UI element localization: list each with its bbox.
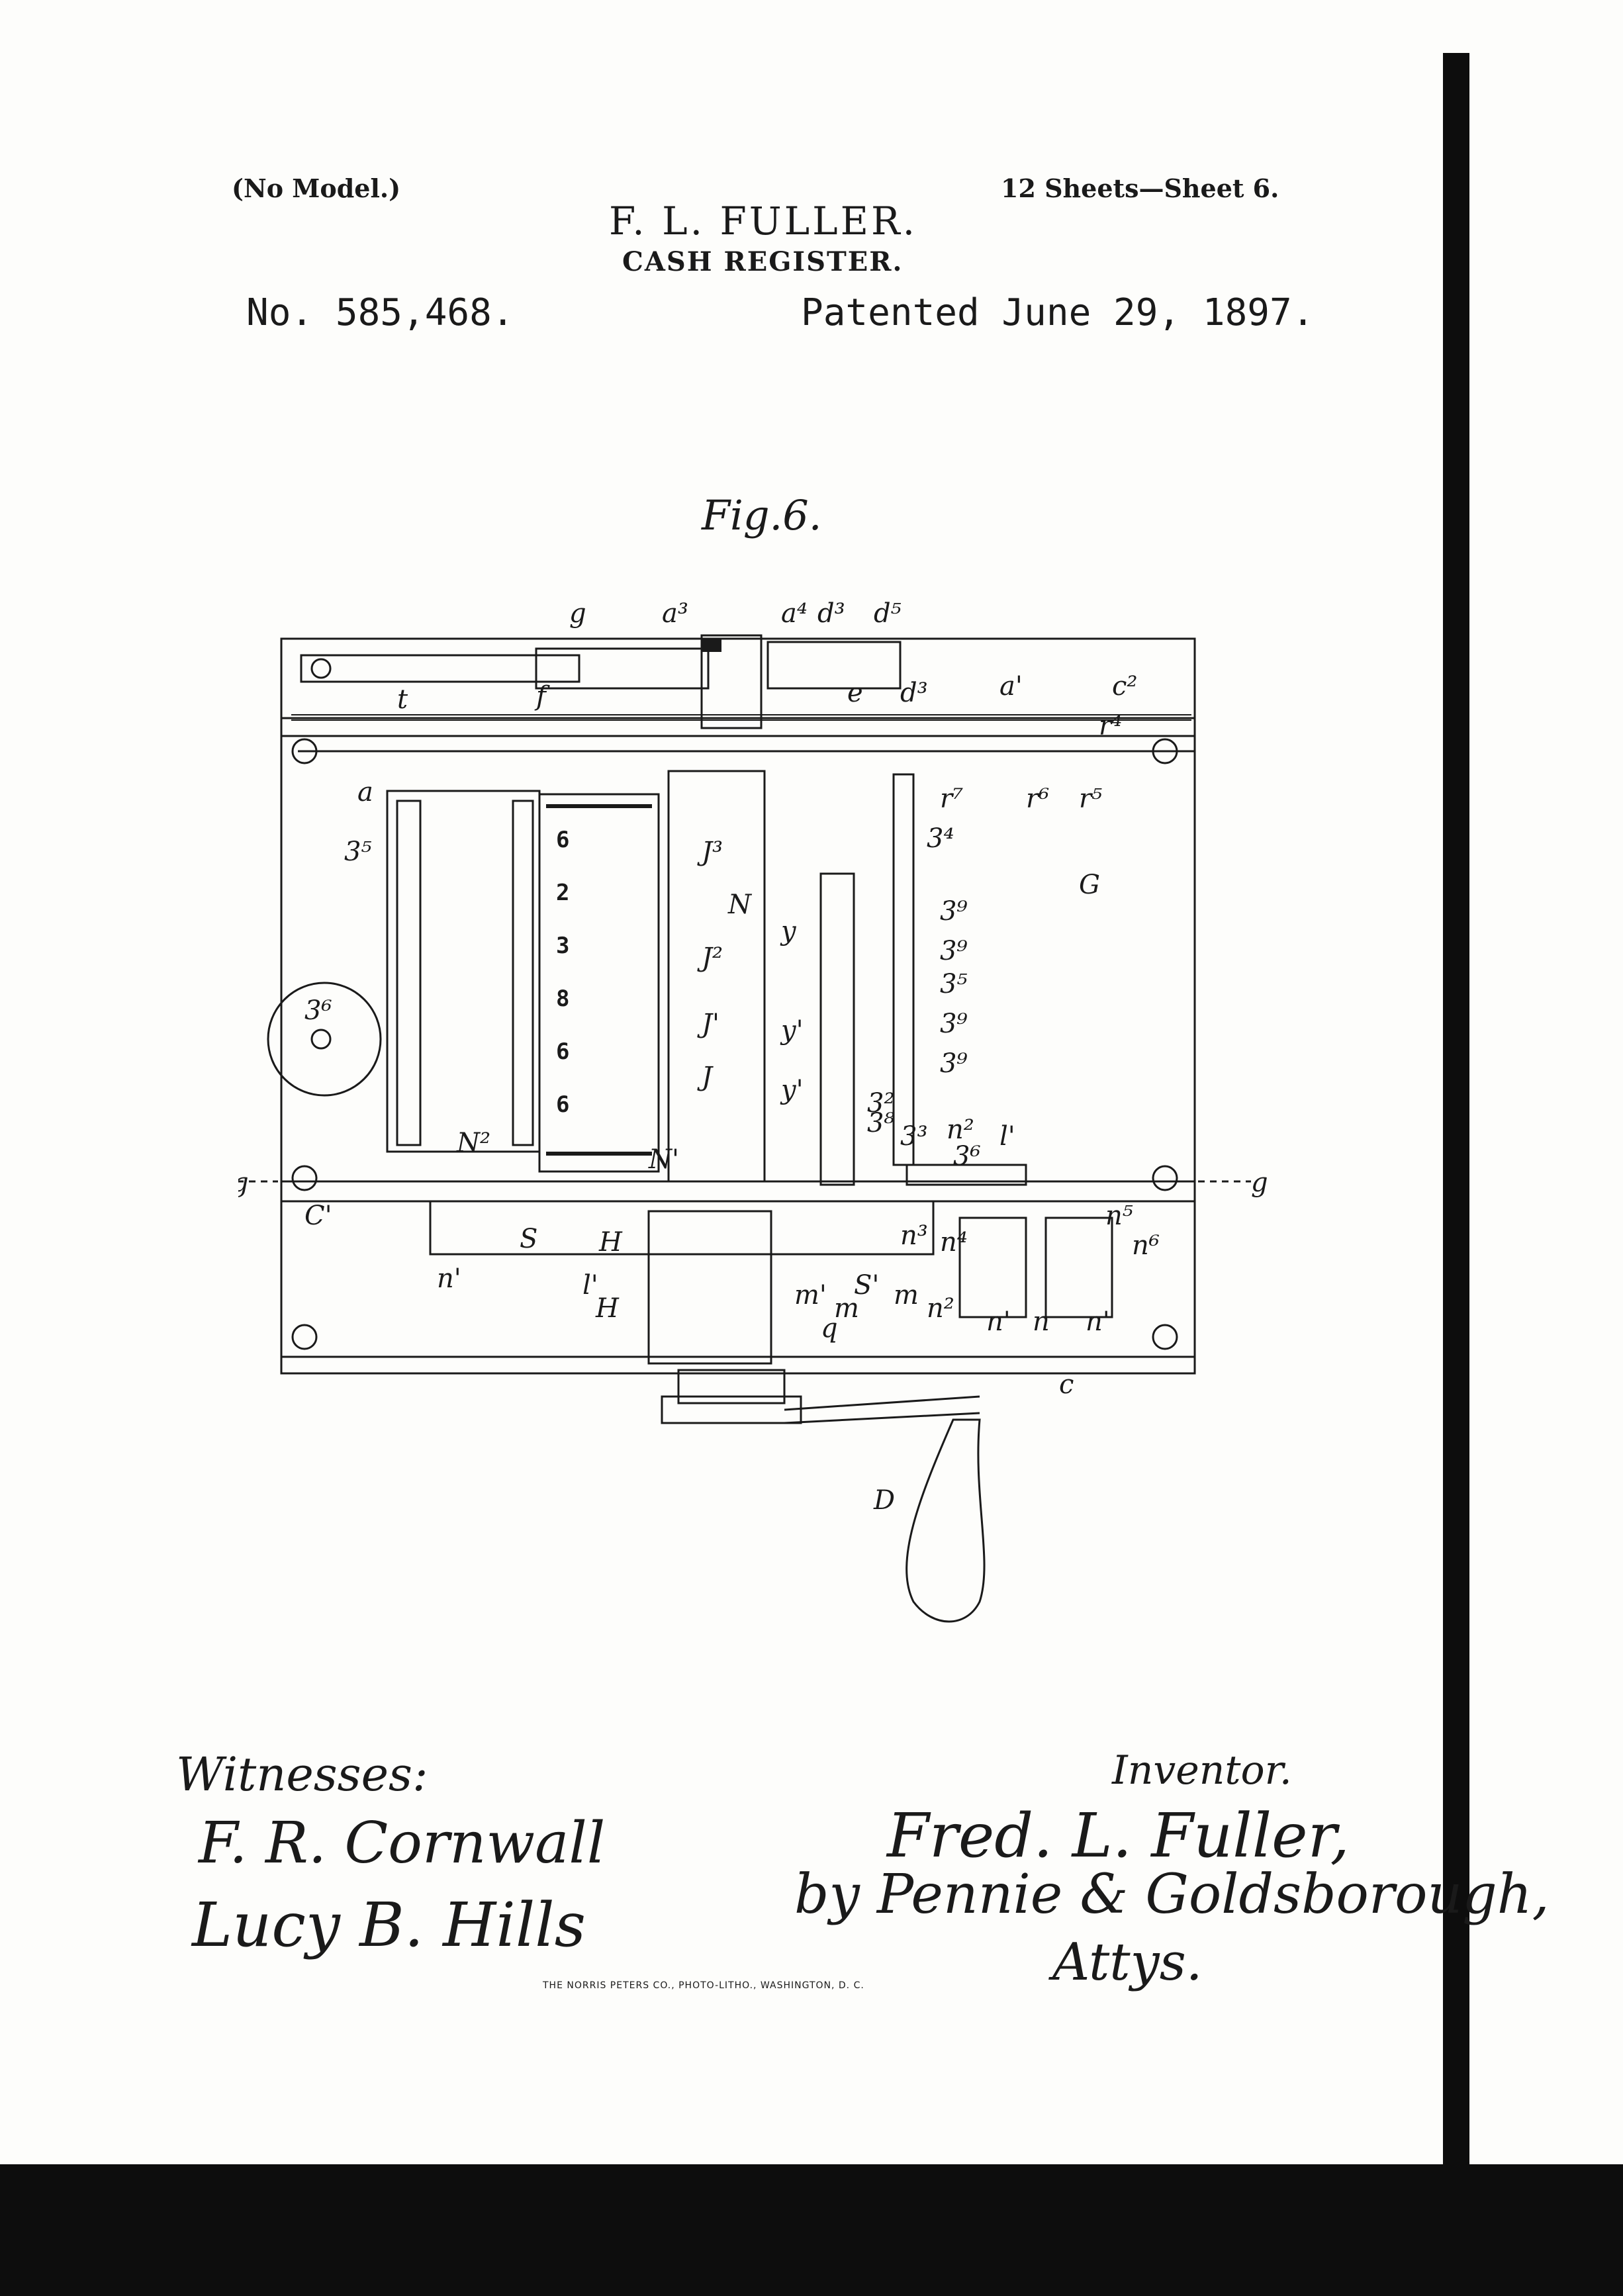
ref-label: n' — [1086, 1307, 1110, 1337]
wheel-digit: 2 — [556, 880, 569, 906]
wheel-digit: 6 — [556, 1038, 569, 1065]
ref-label: d⁵ — [874, 598, 902, 629]
ref-label: d³ — [817, 598, 845, 629]
wheel-digit: 8 — [556, 986, 569, 1012]
witness-signature: Lucy B. Hills — [192, 1890, 586, 1960]
ref-label: D — [873, 1485, 895, 1516]
crank-handle — [905, 1418, 986, 1623]
ref-label: g — [238, 1168, 249, 1198]
ref-label: r⁶ — [1026, 784, 1049, 814]
ref-label: 3⁸ — [867, 1108, 894, 1138]
ref-label: a — [357, 777, 373, 807]
no-model-note: (No Model.) — [232, 173, 401, 203]
ref-label: r⁴ — [1099, 711, 1122, 741]
ref-label: 3⁹ — [940, 1009, 967, 1039]
figure-6-drawing: 6 2 3 8 6 6 Fig.6. g a³ a⁴ d³ d⁵ t f e d… — [225, 490, 1271, 1694]
ref-label: a' — [999, 671, 1023, 702]
ref-label: n³ — [900, 1220, 928, 1251]
ref-label: y — [780, 916, 797, 946]
inventor-signature: Fred. L. Fuller, — [887, 1800, 1350, 1871]
ref-label: N — [727, 890, 753, 920]
patent-title: CASH REGISTER. — [622, 246, 904, 277]
ref-label: 3⁵ — [940, 969, 967, 999]
ref-label: c² — [1112, 671, 1137, 702]
inventor-label: Inventor. — [1112, 1747, 1292, 1794]
ref-label: J — [697, 1062, 714, 1092]
ref-label: n⁴ — [940, 1227, 968, 1258]
ref-label: y' — [780, 1075, 804, 1105]
ref-label: a⁴ — [781, 598, 808, 629]
ref-label: n⁵ — [1105, 1201, 1133, 1231]
ref-label: l' — [582, 1270, 598, 1301]
sheet-count: 12 Sheets—Sheet 6. — [1001, 173, 1279, 203]
ref-label: r⁵ — [1079, 784, 1102, 814]
figure-svg: 6 2 3 8 6 6 Fig.6. g a³ a⁴ d³ d⁵ t f e d… — [225, 491, 1268, 1623]
ref-label: n' — [437, 1263, 461, 1294]
ref-label: y' — [780, 1015, 804, 1046]
ref-label: n² — [927, 1293, 954, 1324]
ref-label: m' — [794, 1280, 827, 1310]
wheel-digit: 6 — [556, 827, 569, 853]
frame-outline — [280, 637, 1196, 1375]
ref-label: 3⁶ — [304, 995, 332, 1026]
ref-label: 3² — [867, 1088, 894, 1119]
ref-label: d³ — [900, 678, 928, 708]
ref-label: C' — [304, 1201, 332, 1231]
ref-label: n' — [986, 1307, 1011, 1337]
ref-label: t — [397, 684, 408, 715]
ref-label: N² — [456, 1128, 490, 1158]
attorneys-signature: by Pennie & Goldsborough, — [794, 1863, 1550, 1926]
ref-label: m — [834, 1293, 859, 1324]
ref-label: m — [894, 1280, 919, 1310]
ref-label: S — [520, 1224, 537, 1254]
ref-label: n² — [947, 1115, 974, 1145]
ref-label: J² — [697, 942, 723, 973]
ref-label: a³ — [662, 598, 688, 629]
scan-edge-right — [1443, 53, 1469, 2296]
ref-label: n⁶ — [1132, 1230, 1160, 1261]
ref-label: q — [821, 1313, 838, 1344]
patent-number: No. 585,468. — [246, 291, 514, 334]
ref-label: 3⁴ — [927, 823, 954, 854]
ref-label: g — [1251, 1168, 1268, 1198]
ref-label: f — [534, 681, 550, 712]
ref-label: 3⁹ — [940, 1048, 967, 1079]
ref-label: l' — [999, 1121, 1015, 1152]
scan-edge-bottom — [0, 2164, 1623, 2296]
ref-label: e — [847, 678, 863, 708]
ref-label: H — [595, 1293, 620, 1324]
ref-label: c — [1059, 1369, 1074, 1400]
ref-label: 3⁵ — [344, 837, 371, 867]
ref-label: 3³ — [900, 1121, 927, 1152]
ref-label: 3⁹ — [940, 936, 967, 966]
bell — [267, 982, 382, 1097]
ref-label: G — [1079, 870, 1100, 900]
witnesses-label: Witnesses: — [176, 1747, 428, 1802]
attys-label: Attys. — [1052, 1933, 1203, 1992]
ref-label: 3⁹ — [940, 896, 967, 927]
ref-label: 3⁶ — [953, 1141, 980, 1171]
ref-label: H — [598, 1227, 623, 1258]
ref-label: n — [1033, 1307, 1050, 1337]
ref-label: g — [569, 598, 586, 629]
inventor-name: F. L. FULLER. — [609, 199, 918, 244]
wheel-digit: 3 — [556, 933, 569, 959]
wheel-digit: 6 — [556, 1091, 569, 1118]
ref-label: S' — [854, 1270, 879, 1301]
witness-signature: F. R. Cornwall — [199, 1810, 606, 1876]
ref-label: J' — [697, 1009, 719, 1039]
patent-date: Patented June 29, 1897. — [801, 291, 1315, 334]
ref-label: N' — [648, 1144, 679, 1175]
figure-label: Fig.6. — [701, 491, 821, 539]
printer-imprint: THE NORRIS PETERS CO., PHOTO-LITHO., WAS… — [543, 1980, 864, 1991]
ref-label: r⁷ — [940, 784, 963, 814]
ref-label: J³ — [697, 837, 723, 867]
